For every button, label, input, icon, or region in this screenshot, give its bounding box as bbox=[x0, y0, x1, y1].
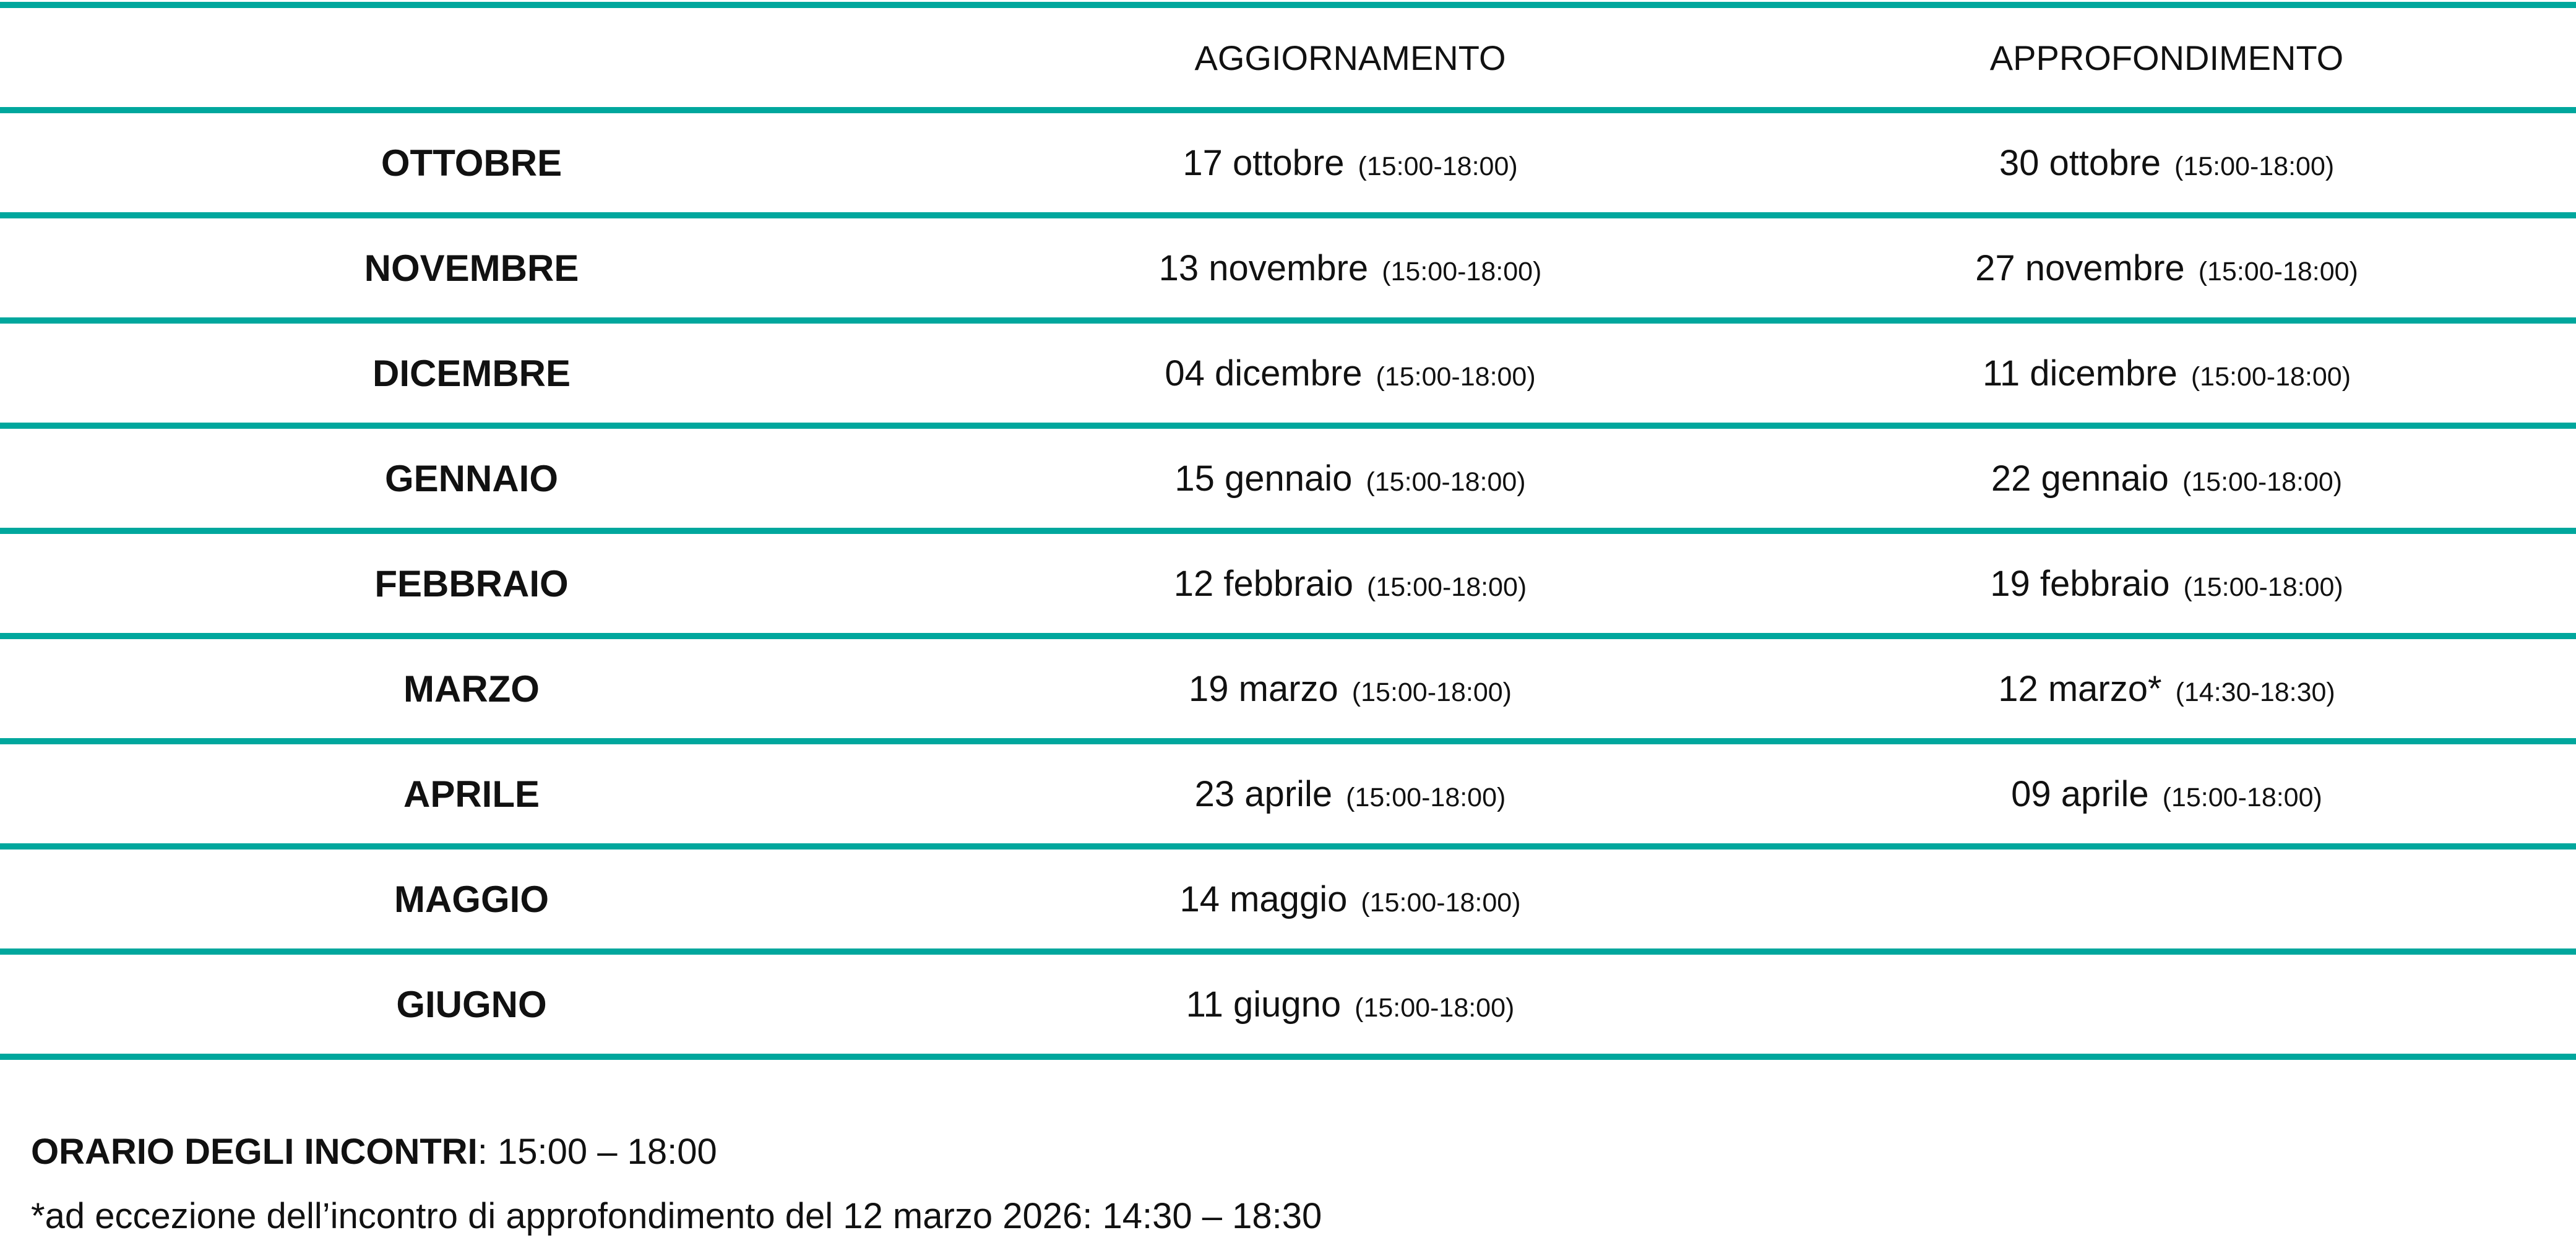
aggiornamento-cell: 23 aprile (15:00-18:00) bbox=[943, 773, 1757, 815]
aggiornamento-date: 15 gennaio bbox=[1174, 458, 1353, 499]
schedule-table: AGGIORNAMENTO APPROFONDIMENTO OTTOBRE 17 … bbox=[0, 2, 2576, 1060]
aggiornamento-cell: 11 giugno (15:00-18:00) bbox=[943, 984, 1757, 1025]
aggiornamento-date: 11 giugno bbox=[1186, 984, 1342, 1025]
aggiornamento-cell: 14 maggio (15:00-18:00) bbox=[943, 879, 1757, 920]
month-cell: MARZO bbox=[403, 668, 540, 710]
approfondimento-date: 09 aprile bbox=[2011, 773, 2149, 814]
aggiornamento-time: (15:00-18:00) bbox=[1346, 782, 1506, 812]
table-row: GIUGNO 11 giugno (15:00-18:00) bbox=[0, 948, 2576, 1060]
aggiornamento-time: (15:00-18:00) bbox=[1351, 677, 1512, 707]
header-aggiornamento: AGGIORNAMENTO bbox=[1194, 38, 1506, 77]
approfondimento-time: (15:00-18:00) bbox=[2182, 467, 2343, 497]
aggiornamento-time: (15:00-18:00) bbox=[1361, 887, 1521, 918]
month-cell: GIUGNO bbox=[396, 983, 547, 1025]
aggiornamento-cell: 19 marzo (15:00-18:00) bbox=[943, 668, 1757, 710]
approfondimento-time: (15:00-18:00) bbox=[2174, 151, 2335, 181]
table-row: APRILE 23 aprile (15:00-18:00) 09 aprile (15… bbox=[0, 738, 2576, 843]
aggiornamento-date: 17 ottobre bbox=[1182, 142, 1345, 183]
approfondimento-time: (15:00-18:00) bbox=[2162, 782, 2322, 812]
aggiornamento-date: 23 aprile bbox=[1194, 773, 1333, 814]
approfondimento-date: 19 febbraio bbox=[1990, 563, 2170, 604]
aggiornamento-date: 13 novembre bbox=[1158, 247, 1369, 288]
table-header-row: AGGIORNAMENTO APPROFONDIMENTO bbox=[0, 2, 2576, 107]
month-cell: OTTOBRE bbox=[381, 142, 562, 184]
meeting-hours-value: : 15:00 – 18:00 bbox=[477, 1132, 717, 1172]
aggiornamento-cell: 17 ottobre (15:00-18:00) bbox=[943, 142, 1757, 184]
aggiornamento-time: (15:00-18:00) bbox=[1382, 256, 1542, 286]
approfondimento-cell bbox=[1757, 879, 2576, 920]
month-cell: APRILE bbox=[403, 773, 540, 815]
meeting-hours: ORARIO DEGLI INCONTRI: 15:00 – 18:00 bbox=[31, 1131, 717, 1172]
aggiornamento-cell: 04 dicembre (15:00-18:00) bbox=[943, 353, 1757, 394]
approfondimento-time: (15:00-18:00) bbox=[2190, 361, 2351, 392]
aggiornamento-time: (15:00-18:00) bbox=[1367, 572, 1527, 602]
meeting-hours-label: ORARIO DEGLI INCONTRI bbox=[31, 1132, 478, 1172]
approfondimento-cell: 12 marzo* (14:30-18:30) bbox=[1757, 668, 2576, 710]
aggiornamento-time: (15:00-18:00) bbox=[1376, 361, 1536, 392]
aggiornamento-cell: 13 novembre (15:00-18:00) bbox=[943, 247, 1757, 289]
approfondimento-cell: 27 novembre (15:00-18:00) bbox=[1757, 247, 2576, 289]
month-cell: FEBBRAIO bbox=[374, 562, 569, 604]
aggiornamento-cell: 15 gennaio (15:00-18:00) bbox=[943, 458, 1757, 499]
aggiornamento-date: 12 febbraio bbox=[1173, 563, 1354, 604]
month-cell: MAGGIO bbox=[394, 878, 549, 920]
aggiornamento-time: (15:00-18:00) bbox=[1358, 151, 1518, 181]
approfondimento-date: 30 ottobre bbox=[1999, 142, 2161, 183]
approfondimento-cell: 09 aprile (15:00-18:00) bbox=[1757, 773, 2576, 815]
month-cell: NOVEMBRE bbox=[364, 247, 579, 289]
aggiornamento-cell: 12 febbraio (15:00-18:00) bbox=[943, 563, 1757, 604]
header-approfondimento: APPROFONDIMENTO bbox=[1989, 38, 2344, 77]
approfondimento-time: (15:00-18:00) bbox=[2183, 572, 2343, 602]
approfondimento-cell: 19 febbraio (15:00-18:00) bbox=[1757, 563, 2576, 604]
approfondimento-date: 27 novembre bbox=[1975, 247, 2185, 288]
approfondimento-date: 11 dicembre bbox=[1982, 353, 2178, 394]
aggiornamento-date: 14 maggio bbox=[1179, 879, 1348, 919]
approfondimento-cell bbox=[1757, 984, 2576, 1025]
approfondimento-cell: 22 gennaio (15:00-18:00) bbox=[1757, 458, 2576, 499]
aggiornamento-time: (15:00-18:00) bbox=[1355, 992, 1515, 1023]
approfondimento-cell: 30 ottobre (15:00-18:00) bbox=[1757, 142, 2576, 184]
month-cell: GENNAIO bbox=[384, 457, 559, 499]
aggiornamento-date: 19 marzo bbox=[1189, 668, 1338, 709]
approfondimento-date: 12 marzo* bbox=[1998, 668, 2162, 709]
aggiornamento-date: 04 dicembre bbox=[1165, 353, 1363, 394]
approfondimento-time: (15:00-18:00) bbox=[2198, 256, 2358, 286]
month-cell: DICEMBRE bbox=[372, 352, 571, 394]
approfondimento-time: (14:30-18:30) bbox=[2175, 677, 2335, 707]
approfondimento-cell: 11 dicembre (15:00-18:00) bbox=[1757, 353, 2576, 394]
aggiornamento-time: (15:00-18:00) bbox=[1366, 467, 1526, 497]
approfondimento-date: 22 gennaio bbox=[1991, 458, 2169, 499]
exception-note: *ad eccezione dell’incontro di approfond… bbox=[31, 1196, 1322, 1236]
table-row: MARZO 19 marzo (15:00-18:00) 12 marzo* (14:3… bbox=[0, 633, 2576, 738]
table-row: MAGGIO 14 maggio (15:00-18:00) bbox=[0, 843, 2576, 948]
